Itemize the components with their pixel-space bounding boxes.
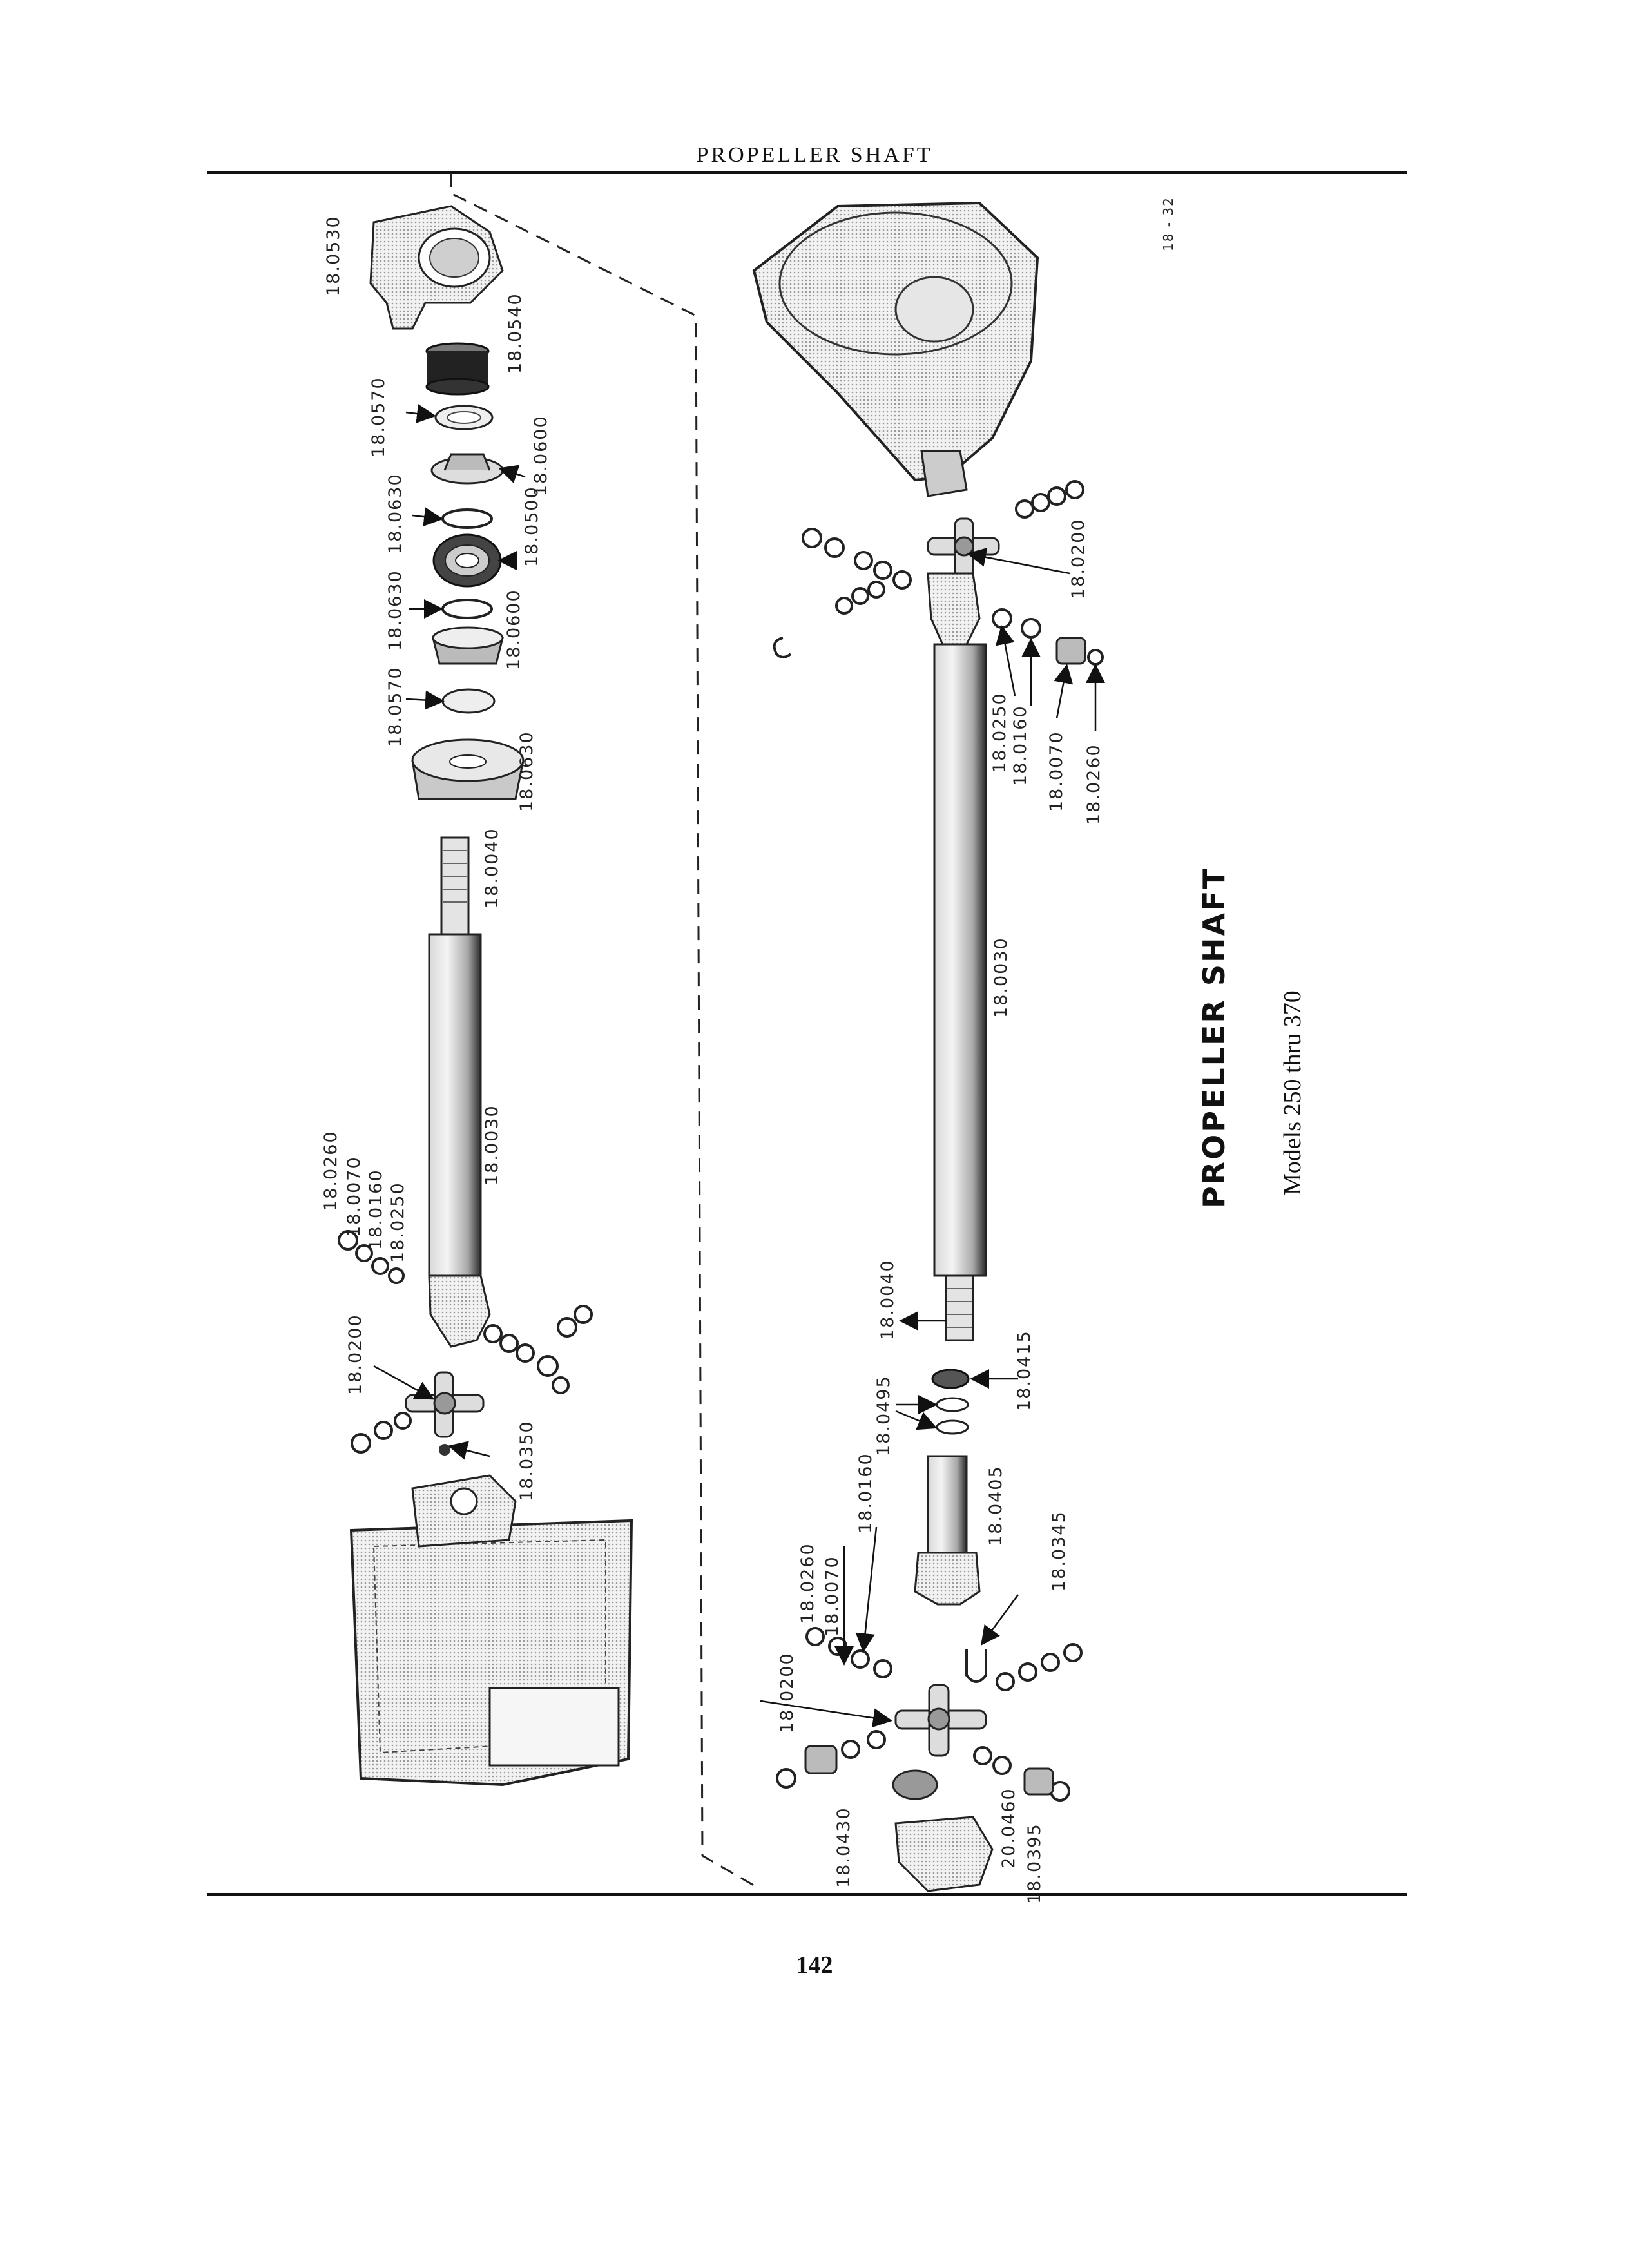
transmission-case: [349, 1474, 633, 1787]
callout: 18.0160: [856, 1452, 876, 1533]
callout: 18.0260: [798, 1542, 818, 1624]
plate-title: PROPELLER SHAFT: [1197, 867, 1231, 1208]
universal-joint-spider-rear: [894, 1684, 987, 1757]
callout: 18.0600: [531, 415, 551, 496]
callout: 18.0500: [522, 486, 542, 567]
bearing-cup: [804, 1745, 838, 1774]
callout: 18.0395: [1025, 1823, 1045, 1904]
snap-ring: [441, 508, 493, 529]
callout: 18.0630: [385, 473, 405, 554]
bearing-cups-left: [338, 1230, 593, 1454]
callout: 18.0200: [777, 1652, 797, 1733]
callout: 18.0030: [991, 937, 1011, 1018]
leader-lines: [373, 404, 1105, 1728]
snap-ring: [441, 599, 493, 619]
callout: 18.0160: [1010, 705, 1030, 786]
slip-yoke: [914, 1455, 981, 1606]
callout: 18.0250: [388, 1182, 408, 1263]
washer: [936, 1419, 969, 1435]
plate-subtitle: Models 250 thru 370: [1279, 990, 1306, 1195]
callout: 18.0405: [986, 1465, 1006, 1546]
callout: 18.0350: [517, 1420, 537, 1501]
callout: 18.0570: [385, 666, 405, 747]
bearing-cup: [1023, 1767, 1054, 1796]
callout: 18.0040: [878, 1259, 898, 1340]
callout: 18.0345: [1049, 1510, 1069, 1591]
differential-carrier: [752, 201, 1039, 497]
left-assembly: [338, 205, 633, 1787]
callout-labels-right: 18.0200 18.0250 18.0160 18.0070 18.0260 …: [777, 518, 1104, 1904]
callout: 18.0160: [366, 1169, 386, 1250]
callout: 18.0530: [323, 215, 343, 296]
running-title: PROPELLER SHAFT: [696, 143, 933, 167]
callout: 18.0260: [321, 1130, 341, 1211]
seal: [931, 1369, 970, 1389]
bearing-cups-rear: [776, 1627, 1083, 1802]
companion-flange-yoke: [892, 1769, 994, 1892]
callout: 18.0260: [1084, 744, 1104, 825]
universal-joint-spider-front: [927, 517, 1000, 578]
callout: 18.0070: [344, 1156, 364, 1237]
callout: 18.0630: [517, 731, 537, 812]
center-bearing-bracket: [369, 205, 504, 330]
bearing-cup: [1055, 637, 1086, 665]
universal-joint-spider-left: [405, 1371, 485, 1438]
callout: 18.0630: [385, 570, 405, 651]
page-number: 142: [796, 1952, 833, 1979]
top-rule: [207, 171, 1407, 174]
washer: [441, 688, 496, 714]
clip: [773, 637, 792, 658]
callout: 18.0495: [874, 1375, 894, 1456]
ball-bearing: [432, 533, 502, 588]
callout: 18.0070: [822, 1555, 842, 1637]
callout: 18.0200: [1068, 518, 1088, 599]
bottom-rule: [207, 1893, 1407, 1896]
dust-cap: [411, 738, 525, 800]
callout: 18.0570: [369, 376, 389, 457]
callout: 18.0540: [505, 293, 525, 374]
divider-dashed-line: [450, 173, 761, 1890]
propeller-shaft-tube-right: [927, 572, 987, 1341]
right-assembly: [752, 201, 1104, 1892]
callout: 18.0415: [1014, 1330, 1034, 1411]
plate-id: 18 - 32: [1161, 197, 1176, 251]
callout: 20.0460: [999, 1787, 1019, 1869]
washer: [936, 1397, 969, 1412]
callout: 18.0030: [482, 1104, 502, 1186]
slinger: [430, 453, 504, 485]
callout: 18.0040: [482, 827, 502, 908]
lube-fitting: [439, 1444, 450, 1456]
rubber-cushion: [425, 342, 490, 396]
callout: 18.0430: [834, 1807, 854, 1888]
callout-labels-left: 18.0530 18.0540 18.0570 18.0600 18.0630 …: [321, 215, 551, 1501]
callout: 18.0070: [1046, 731, 1066, 812]
callout: 18.0600: [504, 589, 524, 670]
slinger: [432, 626, 504, 665]
propeller-shaft-tube-left: [428, 836, 491, 1348]
u-bolt: [965, 1649, 987, 1683]
callout: 18.0250: [990, 692, 1010, 773]
callout: 18.0200: [345, 1314, 365, 1395]
